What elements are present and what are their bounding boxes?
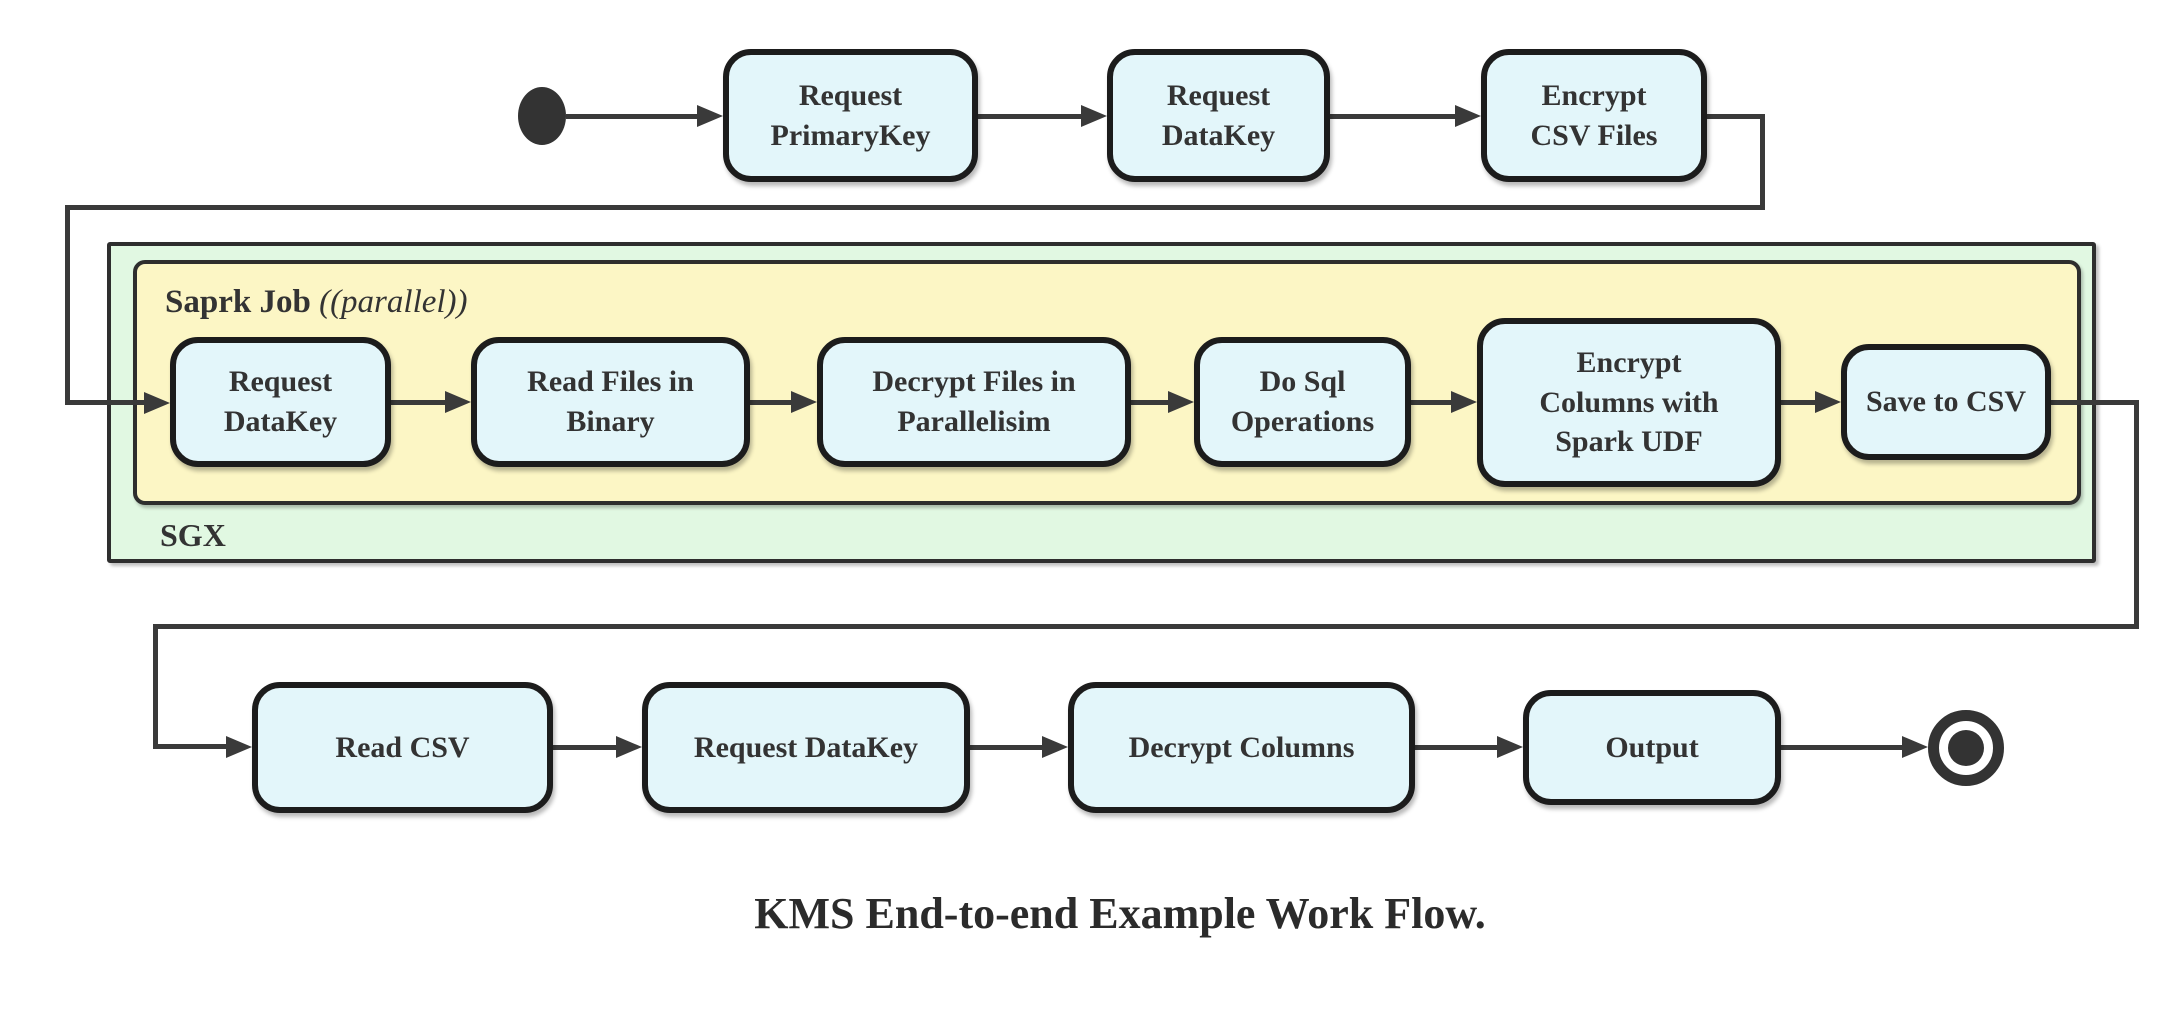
arrow-head-icon (1497, 736, 1523, 758)
connector-line (1415, 745, 1499, 750)
connector-line (1131, 400, 1170, 405)
connector-line (1781, 400, 1817, 405)
connector-line (2134, 400, 2139, 629)
connector-line (566, 114, 699, 119)
spark-job-label-parallel: (parallel) (330, 284, 457, 320)
arrow-head-icon (1902, 736, 1928, 758)
arrow-head-icon (1455, 105, 1481, 127)
node-read-csv: Read CSV (252, 682, 553, 813)
connector-line (153, 744, 228, 749)
connector-line (1411, 400, 1453, 405)
arrow-head-icon (144, 392, 170, 414)
connector-line (65, 205, 70, 405)
connector-line (1707, 114, 1765, 119)
node-encrypt-columns-with-spark-udf: Encrypt Columns with Spark UDF (1477, 318, 1781, 487)
connector-line (978, 114, 1083, 119)
connector-line (553, 745, 618, 750)
node-do-sql-operations: Do Sql Operations (1194, 337, 1411, 467)
arrow-head-icon (1042, 736, 1068, 758)
arrow-head-icon (1081, 105, 1107, 127)
node-request-datakey-bottom: Request DataKey (642, 682, 970, 813)
node-save-to-csv: Save to CSV (1841, 344, 2051, 460)
node-request-primarykey: Request PrimaryKey (723, 49, 978, 182)
connector-line (65, 400, 146, 405)
arrow-head-icon (697, 105, 723, 127)
connector-line (153, 624, 158, 749)
node-read-files-in-binary: Read Files in Binary (471, 337, 750, 467)
connector-line (391, 400, 447, 405)
node-decrypt-columns: Decrypt Columns (1068, 682, 1415, 813)
connector-line (750, 400, 793, 405)
spark-job-container-label: Saprk Job ((parallel)) (165, 284, 468, 320)
node-decrypt-files-in-parallelism: Decrypt Files in Parallelisim (817, 337, 1131, 467)
arrow-head-icon (226, 736, 252, 758)
arrow-head-icon (445, 391, 471, 413)
spark-job-label-bold: Saprk Job (165, 284, 311, 320)
node-output: Output (1523, 690, 1781, 805)
arrow-head-icon (1815, 391, 1841, 413)
sgx-container-label: SGX (160, 517, 226, 553)
connector-line (153, 624, 2139, 629)
node-request-datakey-sgx: Request DataKey (170, 337, 391, 467)
connector-line (970, 745, 1044, 750)
arrow-head-icon (1168, 391, 1194, 413)
arrow-head-icon (791, 391, 817, 413)
end-node-dot-icon (1948, 730, 1984, 766)
node-encrypt-csv-files: Encrypt CSV Files (1481, 49, 1707, 182)
connector-line (1760, 114, 1765, 210)
connector-line (1781, 745, 1904, 750)
diagram-caption: KMS End-to-end Example Work Flow. (754, 889, 1486, 938)
arrow-head-icon (1451, 391, 1477, 413)
arrow-head-icon (616, 736, 642, 758)
start-node-icon (518, 87, 566, 145)
connector-line (2051, 400, 2139, 405)
connector-line (65, 205, 1765, 210)
node-request-datakey-top: Request DataKey (1107, 49, 1330, 182)
connector-line (1330, 114, 1457, 119)
